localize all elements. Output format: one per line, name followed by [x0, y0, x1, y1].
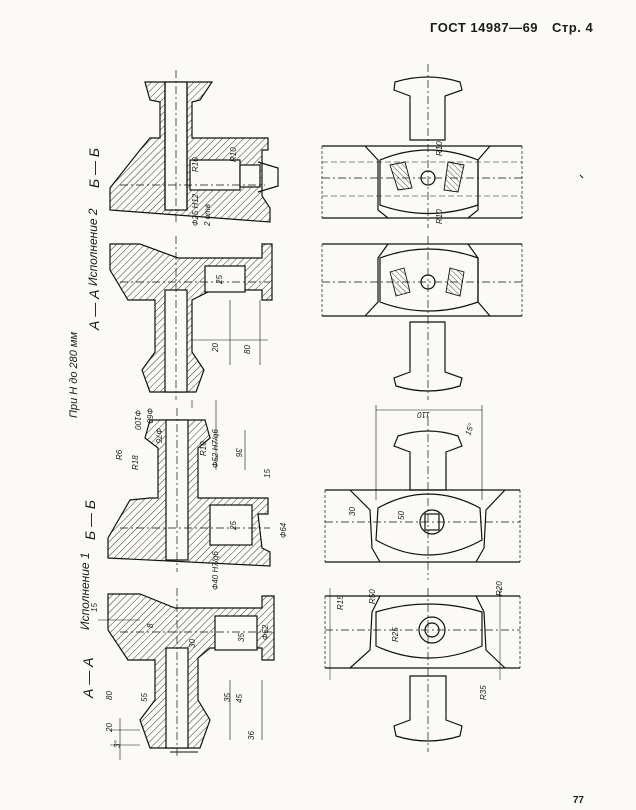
label-section-bb-bottom: Б — Б	[82, 499, 98, 540]
dim-110: 110	[417, 410, 430, 419]
dim-r50: R50	[368, 589, 377, 604]
dim-r35: R35	[479, 685, 488, 700]
dim-d64: Ф64	[279, 522, 288, 538]
dim-45: 45	[235, 694, 244, 703]
dim-r6: R6	[115, 449, 124, 460]
page-label: Стр. 4	[552, 20, 594, 35]
plan-view-variant1	[324, 405, 521, 752]
dim-15deg: 15°	[463, 421, 476, 436]
dim-d25-h12: Ф25 H12	[191, 193, 200, 226]
dim-20: 20	[211, 343, 220, 353]
dim-55: 55	[140, 693, 149, 702]
dim-25b: 25	[229, 521, 238, 531]
plan-view-variant2	[321, 64, 523, 400]
dimension-labels: R10 R10 R10 R10 R10 Ф25 H12 2 отв 25 20 …	[90, 141, 504, 748]
dim-36b: 36	[247, 731, 256, 740]
label-section-aa-bottom: А — А	[80, 657, 96, 698]
dim-30: 30	[348, 507, 357, 516]
section-aa-variant1	[98, 588, 275, 760]
label-section-bb-top: Б — Б	[86, 147, 102, 188]
dim-r10-b: R10	[191, 157, 200, 172]
standard-code: ГОСТ 14987—69	[430, 20, 539, 35]
dim-50: 50	[397, 511, 406, 520]
dim-35b: 35	[223, 693, 232, 702]
dim-r10-c: R10	[435, 141, 444, 156]
dim-25-small: 25	[215, 275, 224, 285]
label-condition: При Н до 280 мм	[68, 331, 80, 418]
dim-15: 15	[90, 603, 99, 612]
dim-d76: Ф76	[154, 428, 163, 444]
label-variant-1: Исполнение 1	[78, 552, 92, 630]
dim-8: 8	[146, 623, 155, 628]
page-number: 77	[572, 795, 584, 806]
label-section-aa-top: А — А	[86, 289, 102, 330]
dim-36: 36	[234, 448, 243, 457]
dim-d52b: Ф52	[261, 624, 270, 640]
section-bb-variant2	[109, 70, 279, 224]
dim-r10-a: R10	[229, 147, 238, 162]
dim-15b: 15	[263, 469, 272, 478]
dim-80: 80	[243, 345, 252, 354]
dim-d52: Ф52 H7/q6	[211, 429, 220, 468]
dim-d100: Ф100	[133, 410, 142, 430]
dim-holes: 2 отв	[203, 204, 212, 227]
dim-35: 35	[237, 633, 246, 642]
section-bb-variant1	[107, 400, 271, 572]
label-variant-2: Исполнение 2	[86, 208, 100, 286]
stray-mark	[579, 174, 584, 179]
dim-r20: R20	[495, 581, 504, 596]
dim-80b: 80	[105, 691, 114, 700]
dim-20b: 20	[105, 723, 114, 733]
dim-30b: 30	[188, 639, 197, 648]
dim-r25: R25	[391, 627, 400, 642]
dim-d60: Ф60	[145, 408, 154, 424]
section-aa-variant2	[109, 236, 273, 400]
dim-r18: R18	[131, 455, 140, 470]
dim-3deg: 3°	[113, 740, 122, 748]
page-header: ГОСТ 14987—69 Стр. 4	[430, 20, 593, 35]
dim-r15: R15	[336, 595, 345, 610]
dim-d40: Ф40 H7/q6	[211, 551, 220, 590]
dim-r10-d: R10	[435, 209, 444, 224]
dim-r10-e: R10	[199, 441, 208, 456]
